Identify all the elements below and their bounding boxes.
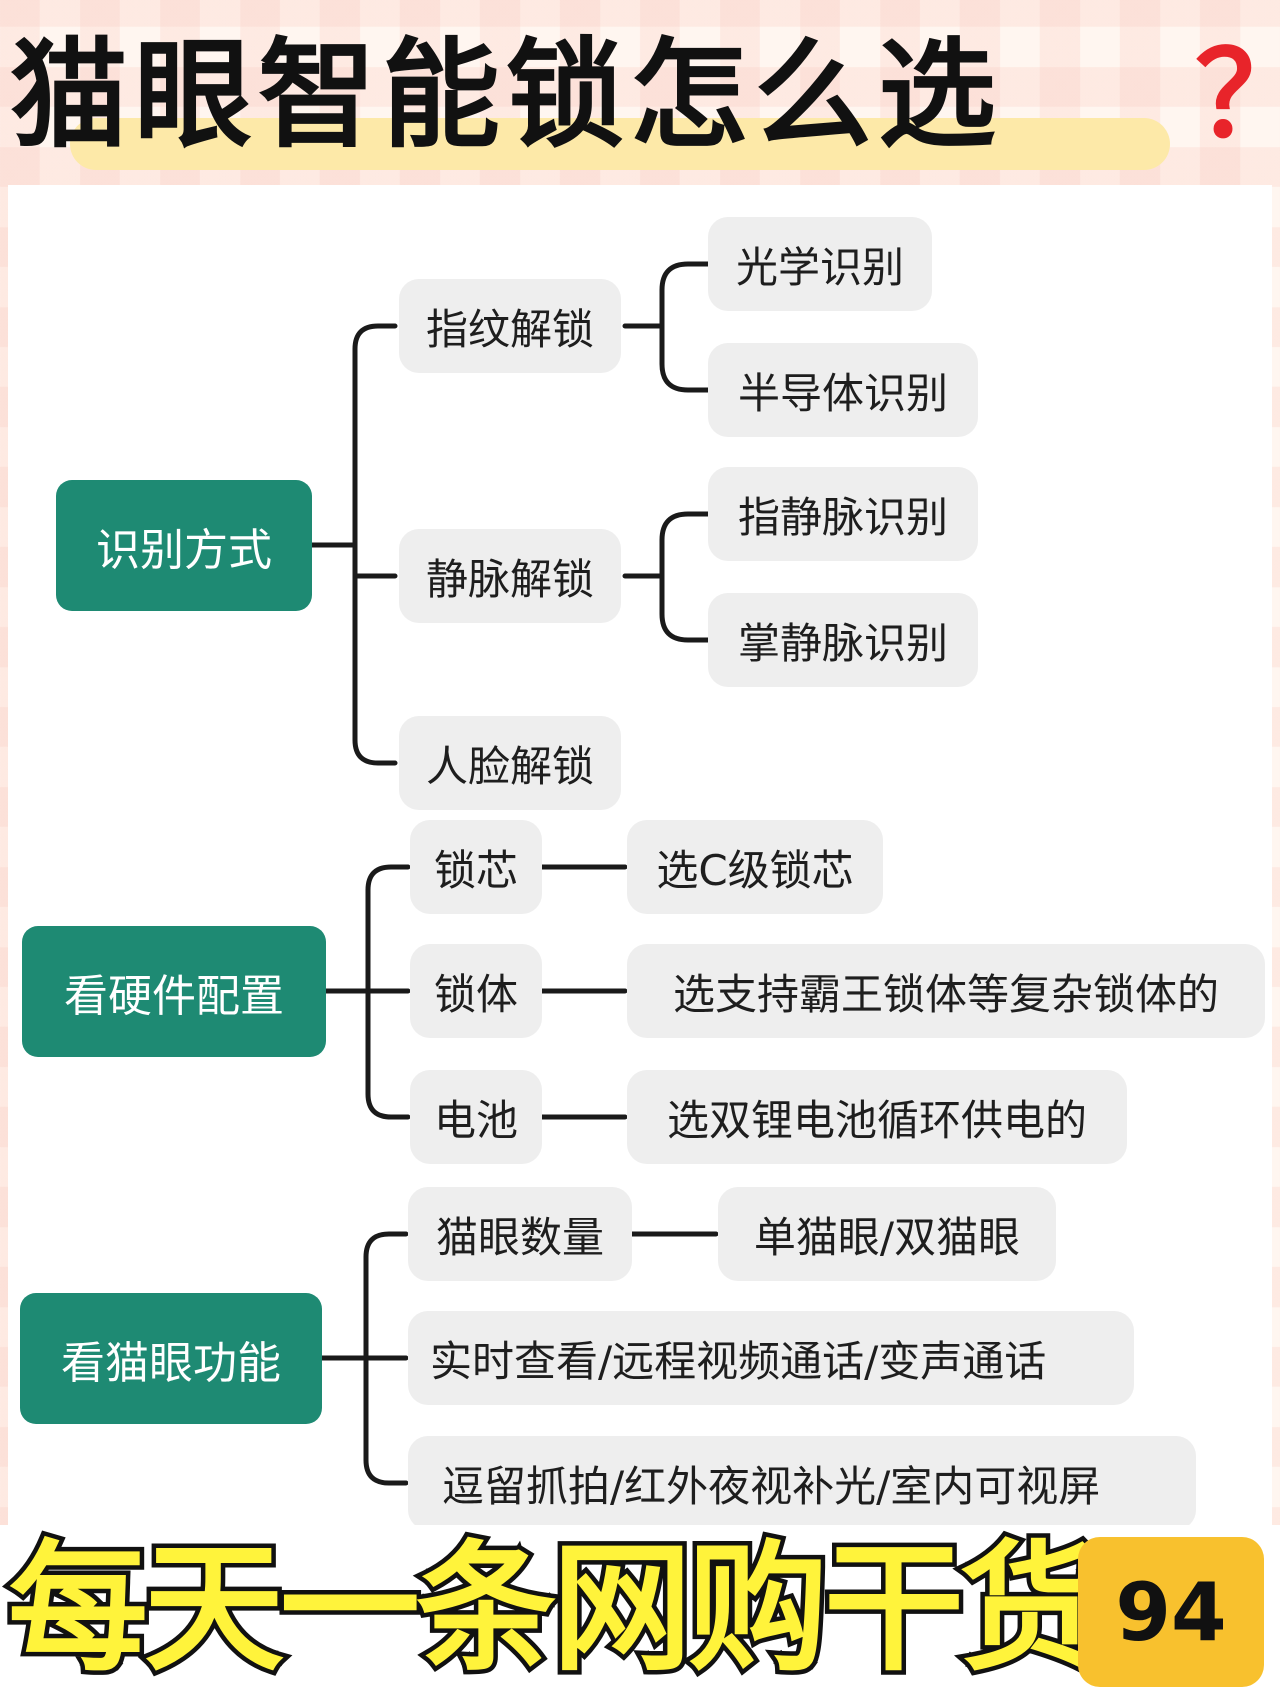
leaf-optical-recognition: 光学识别 bbox=[708, 217, 932, 311]
root-node-recognition: 识别方式 bbox=[56, 480, 312, 611]
leaf-c-grade-cylinder: 选C级锁芯 bbox=[627, 820, 883, 914]
connector-g1-spine bbox=[352, 323, 398, 766]
branch-lock-body: 锁体 bbox=[410, 944, 542, 1038]
branch-fingerprint-unlock: 指纹解锁 bbox=[399, 279, 621, 373]
branch-battery: 电池 bbox=[410, 1070, 542, 1164]
leaf-single-dual-peephole: 单猫眼/双猫眼 bbox=[718, 1187, 1056, 1281]
branch-vein-unlock: 静脉解锁 bbox=[399, 529, 621, 623]
issue-number-badge: 94 bbox=[1078, 1537, 1264, 1687]
page-title: 猫眼智能锁怎么选 bbox=[10, 26, 1003, 164]
root-node-peephole: 看猫眼功能 bbox=[20, 1293, 322, 1424]
connector-g1-b2-fork bbox=[659, 511, 711, 643]
leaf-finger-vein-recognition: 指静脉识别 bbox=[708, 467, 978, 561]
footer-banner bbox=[0, 1525, 1280, 1707]
branch-live-view-video-call: 实时查看/远程视频通话/变声通话 bbox=[408, 1311, 1134, 1405]
title-highlight bbox=[70, 118, 1170, 170]
leaf-complex-lock-body: 选支持霸王锁体等复杂锁体的 bbox=[627, 944, 1265, 1038]
branch-face-unlock: 人脸解锁 bbox=[399, 716, 621, 810]
branch-lock-cylinder: 锁芯 bbox=[410, 820, 542, 914]
branch-snapshot-night-vision: 逗留抓拍/红外夜视补光/室内可视屏 bbox=[408, 1436, 1196, 1530]
leaf-semiconductor-recognition: 半导体识别 bbox=[708, 343, 978, 437]
leaf-dual-lithium-battery: 选双锂电池循环供电的 bbox=[627, 1070, 1127, 1164]
branch-peephole-count: 猫眼数量 bbox=[408, 1187, 632, 1281]
root-node-hardware: 看硬件配置 bbox=[22, 926, 326, 1057]
leaf-palm-vein-recognition: 掌静脉识别 bbox=[708, 593, 978, 687]
question-mark-icon: ？ bbox=[1195, 20, 1280, 170]
footer-slogan: 每天一条网购干货 bbox=[3, 1524, 1104, 1696]
connector-g1-b1-fork bbox=[659, 261, 711, 393]
